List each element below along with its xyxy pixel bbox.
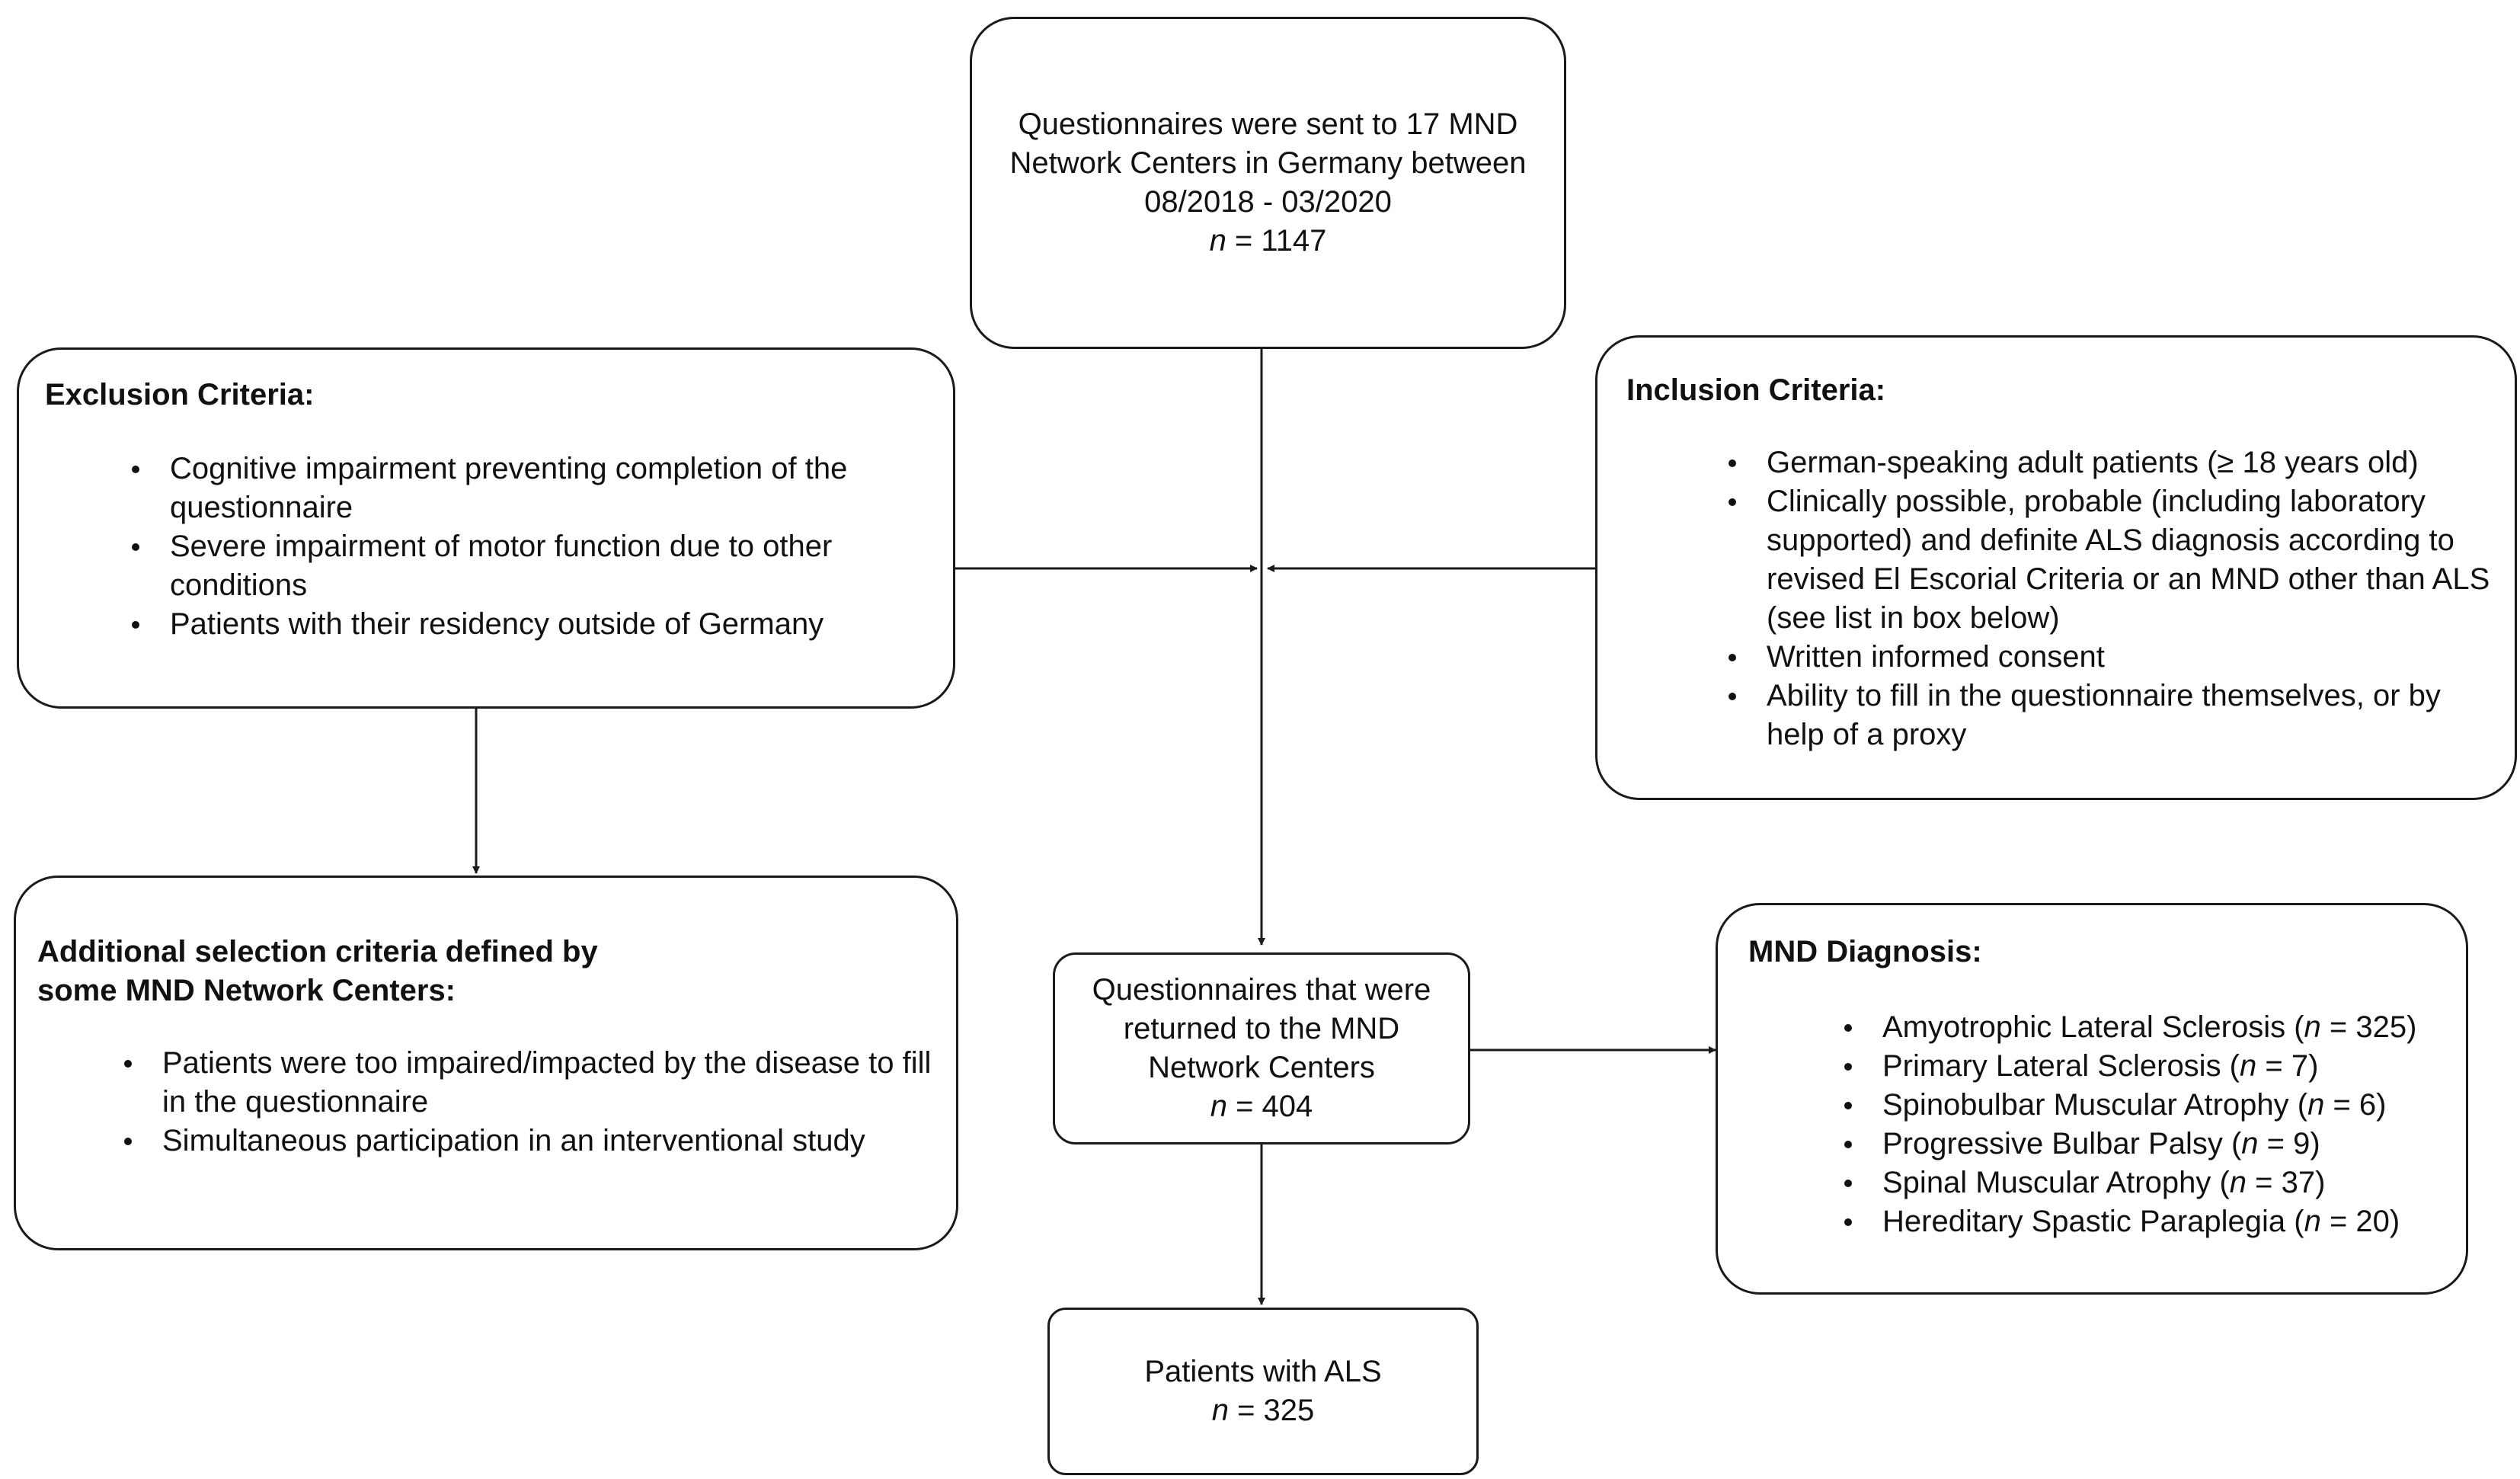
n-symbol: n [1211,1394,1229,1427]
n-symbol: n [2240,1049,2257,1083]
diagnosis-label: Spinal Muscular Atrophy ( [1882,1166,2230,1199]
exclusion-list: Cognitive impairment preventing completi… [45,450,938,644]
exclusion-criteria-box: Exclusion Criteria: Cognitive impairment… [17,347,955,709]
list-item: Progressive Bulbar Palsy (n = 9) [1844,1125,2466,1164]
list-item: Ability to fill in the questionnaire the… [1729,677,2499,754]
list-item: Severe impairment of motor function due … [132,527,938,605]
patients-with-als-box: Patients with ALS n = 325 [1047,1308,1479,1475]
als-box-count-value: = 325 [1228,1394,1315,1427]
als-box-count: n = 325 [1212,1391,1315,1430]
diagnosis-count: = 325) [2320,1010,2417,1044]
n-symbol: n [2304,1205,2321,1238]
questionnaires-sent-box: Questionnaires were sent to 17 MND Netwo… [970,17,1566,349]
n-symbol: n [2307,1088,2325,1122]
list-item: Hereditary Spastic Paraplegia (n = 20) [1844,1202,2466,1241]
top-box-count-value: = 1147 [1226,224,1327,258]
list-item: Patients were too impaired/impacted by t… [124,1044,941,1122]
returned-box-line-1: Questionnaires that were [1092,973,1431,1007]
returned-box-line-3: Network Centers [1148,1051,1375,1084]
returned-box-line-2: returned to the MND [1123,1012,1400,1045]
n-symbol: n [1210,1090,1227,1123]
diagnosis-list: Amyotrophic Lateral Sclerosis (n = 325) … [1748,1008,2466,1241]
n-symbol: n [2304,1010,2321,1044]
diagnosis-label: Amyotrophic Lateral Sclerosis ( [1882,1010,2304,1044]
top-box-line-3: 08/2018 - 03/2020 [1144,185,1392,219]
additional-list: Patients were too impaired/impacted by t… [37,1044,941,1160]
list-item: Clinically possible, probable (including… [1729,482,2499,638]
diagnosis-count: = 37) [2247,1166,2326,1199]
diagnosis-label: Primary Lateral Sclerosis ( [1882,1049,2240,1083]
inclusion-title: Inclusion Criteria: [1626,373,1886,407]
list-item: Written informed consent [1729,638,2499,677]
list-item: Spinobulbar Muscular Atrophy (n = 6) [1844,1086,2466,1125]
n-symbol: n [1209,224,1226,258]
list-item: Spinal Muscular Atrophy (n = 37) [1844,1164,2466,1202]
diagnosis-count: = 9) [2258,1127,2320,1160]
list-item: Amyotrophic Lateral Sclerosis (n = 325) [1844,1008,2466,1047]
diagnosis-count: = 6) [2324,1088,2387,1122]
inclusion-criteria-box: Inclusion Criteria: German-speaking adul… [1595,335,2517,800]
diagnosis-label: Hereditary Spastic Paraplegia ( [1882,1205,2304,1238]
diagnosis-count: = 20) [2320,1205,2400,1238]
top-box-count: n = 1147 [1210,222,1327,261]
n-symbol: n [2229,1166,2247,1199]
list-item: Primary Lateral Sclerosis (n = 7) [1844,1047,2466,1086]
diagnosis-label: Progressive Bulbar Palsy ( [1882,1127,2242,1160]
list-item: German-speaking adult patients (≥ 18 yea… [1729,443,2499,482]
additional-criteria-box: Additional selection criteria defined by… [14,876,958,1250]
returned-box-count-value: = 404 [1226,1090,1313,1123]
diagnosis-label: Spinobulbar Muscular Atrophy ( [1882,1088,2308,1122]
returned-box-count: n = 404 [1210,1087,1313,1126]
top-box-line-2: Network Centers in Germany between [1009,146,1527,180]
n-symbol: n [2241,1127,2259,1160]
list-item: Patients with their residency outside of… [132,605,938,644]
diagnosis-title: MND Diagnosis: [1748,935,1982,968]
diagnosis-count: = 7) [2256,1049,2319,1083]
als-box-title: Patients with ALS [1144,1355,1382,1388]
mnd-diagnosis-box: MND Diagnosis: Amyotrophic Lateral Scler… [1716,903,2468,1295]
additional-title: Additional selection criteria defined by… [37,935,598,1007]
list-item: Cognitive impairment preventing completi… [132,450,938,527]
exclusion-title: Exclusion Criteria: [45,378,315,411]
inclusion-list: German-speaking adult patients (≥ 18 yea… [1626,443,2499,754]
questionnaires-returned-box: Questionnaires that were returned to the… [1053,952,1470,1144]
list-item: Simultaneous participation in an interve… [124,1122,941,1160]
top-box-line-1: Questionnaires were sent to 17 MND [1018,107,1518,141]
